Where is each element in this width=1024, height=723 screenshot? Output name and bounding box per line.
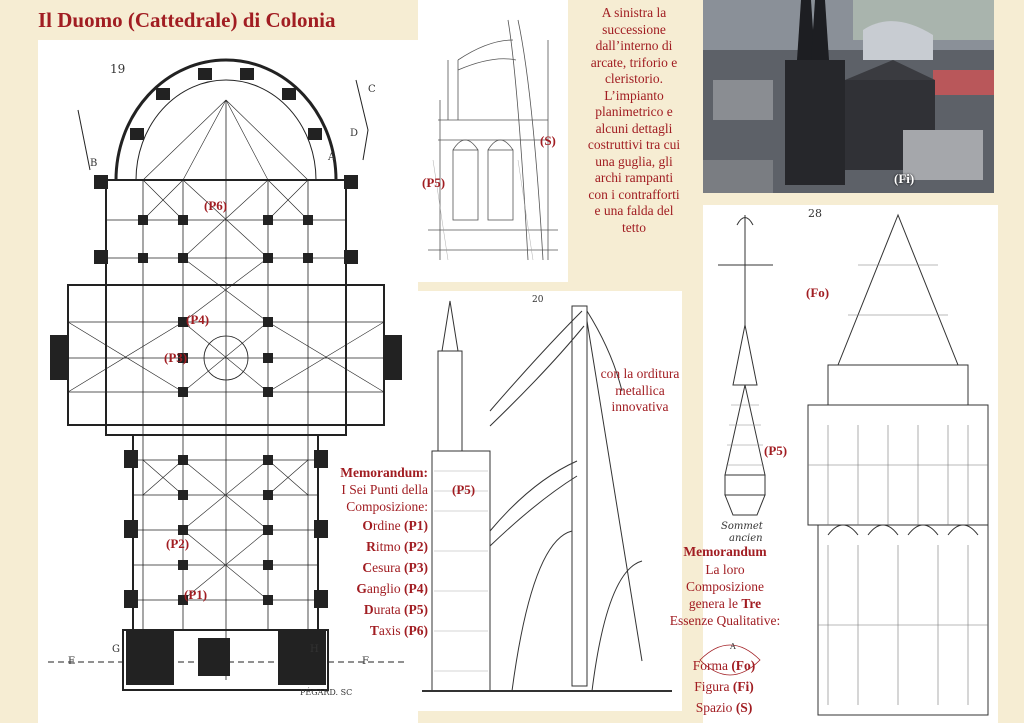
memo2-line3: genera le Tre [656, 595, 794, 612]
memo2-item-name: Forma [692, 658, 732, 673]
plan-letter-a: A [328, 152, 336, 163]
memo1-item-initial: O [362, 518, 373, 533]
big-spire-label-fo: (Fo) [806, 285, 830, 300]
plan-letter-d: D [350, 128, 359, 139]
plan-letter-e: E [68, 656, 76, 667]
memo2-line2: Composizione [686, 579, 764, 594]
memo1-item-rest: esura [372, 560, 404, 575]
memo1-item-initial: D [363, 602, 374, 617]
plan-plate-number: 19 [110, 62, 126, 76]
small-spire-caption-1: Sommet [721, 521, 763, 532]
memo1-heading: Memorandum: [340, 465, 428, 480]
cathedral-photo-image [703, 0, 994, 193]
small-spire-panel: Sommet ancien [703, 205, 798, 723]
plan-letter-h: H [310, 644, 319, 655]
memo2-line3-bold: Tre [741, 596, 762, 611]
small-spire-drawing [718, 215, 773, 516]
middle-section-panel: 20 [412, 291, 682, 711]
memo2-item-code: (Fo) [731, 658, 756, 673]
memo1-item-initial: C [362, 560, 373, 575]
memo2-item: Figura (Fi) [664, 676, 784, 697]
memo2-item-name: Spazio [695, 700, 736, 715]
memo2-heading: Memorandum [683, 544, 767, 559]
big-spire-panel: 28 [798, 205, 998, 723]
memo1-item-code: (P2) [404, 539, 428, 554]
top-section-label-p5: (P5) [422, 175, 446, 190]
middle-plate-number: 20 [532, 295, 544, 305]
plan-letter-g: G [112, 644, 120, 655]
memo1-item: Cesura (P3) [296, 557, 428, 578]
memorandum-three-essences: Memorandum La loro Composizione genera l… [656, 543, 794, 629]
memo1-item: Ritmo (P2) [296, 536, 428, 557]
essences-diagram-letter: A [730, 642, 736, 651]
memo1-item: Durata (P5) [296, 599, 428, 620]
memo2-item-name: Figura [694, 679, 733, 694]
big-spire-drawing [807, 213, 989, 716]
memo1-item-rest: anglio [366, 581, 404, 596]
small-spire-label-p5: (P5) [764, 443, 788, 458]
memo2-item-code: (S) [735, 700, 753, 715]
roof-text: con la orditura metallica innovativa [600, 366, 680, 414]
memo1-item-rest: rdine [372, 518, 404, 533]
top-section-panel [418, 0, 568, 282]
plan-label-p4: (P4) [186, 312, 210, 327]
middle-section-label-p5: (P5) [452, 482, 476, 497]
plan-label-p3: (P3) [164, 350, 188, 365]
memo1-item-code: (P5) [404, 602, 428, 617]
plan-letter-c: C [368, 84, 376, 95]
memo1-line2: Composizione: [346, 499, 428, 514]
plan-engraver-signature: PÉGARD. SC [300, 688, 353, 697]
memo1-item-code: (P4) [404, 581, 428, 596]
memo1-item-initial: G [356, 581, 367, 596]
memo1-item: Ganglio (P4) [296, 578, 428, 599]
essences-diagram [699, 644, 761, 676]
memo1-items-list: Ordine (P1)Ritmo (P2)Cesura (P3)Ganglio … [296, 515, 428, 641]
memo1-item-rest: axis [378, 623, 404, 638]
memo1-line1-bold: I [341, 482, 346, 497]
intro-text: A sinistra la successione dall’interno d… [587, 5, 681, 235]
floor-plan-panel: 19 A B C D E F G H PÉGARD. SC [38, 40, 418, 723]
memo2-line3-pre: genera le [688, 596, 742, 611]
plan-letter-b: B [90, 158, 98, 169]
memo1-item-code: (P1) [404, 518, 428, 533]
memo2-item: Spazio (S) [664, 697, 784, 718]
plan-label-p2: (P2) [166, 536, 190, 551]
memo1-item-initial: T [369, 623, 379, 638]
memo1-line1: I Sei Punti della [296, 481, 428, 498]
small-spire-caption-2: ancien [729, 533, 763, 544]
plan-label-p1: (P1) [184, 587, 208, 602]
big-spire-plate-number: 28 [808, 207, 822, 220]
plan-letter-f: F [362, 656, 369, 667]
memo1-item-code: (P3) [404, 560, 428, 575]
memo1-item-initial: R [366, 539, 376, 554]
memo2-line1: La loro [705, 562, 745, 577]
memo2-item-code: (Fi) [732, 679, 754, 694]
middle-section-drawing [422, 300, 672, 692]
plan-label-p6: (P6) [204, 198, 228, 213]
memorandum-six-points: Memorandum: I Sei Punti della Composizio… [296, 465, 428, 641]
top-section-label-s: (S) [540, 133, 556, 148]
memo1-item: Ordine (P1) [296, 515, 428, 536]
cathedral-photo [703, 0, 994, 193]
memo1-item: Taxis (P6) [296, 620, 428, 641]
photo-label-fi: (Fi) [894, 171, 915, 186]
memo2-line4: Essenze Qualitative: [669, 613, 781, 628]
memo1-item-code: (P6) [404, 623, 428, 638]
page-title: Il Duomo (Cattedrale) di Colonia [38, 8, 336, 32]
floor-plan-drawing [48, 58, 408, 691]
top-section-drawing [428, 19, 558, 261]
memo2-items-list: Forma (Fo)Figura (Fi)Spazio (S) [664, 655, 784, 718]
memo1-item-rest: urata [373, 602, 404, 617]
memo1-item-rest: itmo [375, 539, 404, 554]
memo1-line1-rest: Sei Punti della [345, 482, 428, 497]
memo2-item: Forma (Fo) [664, 655, 784, 676]
